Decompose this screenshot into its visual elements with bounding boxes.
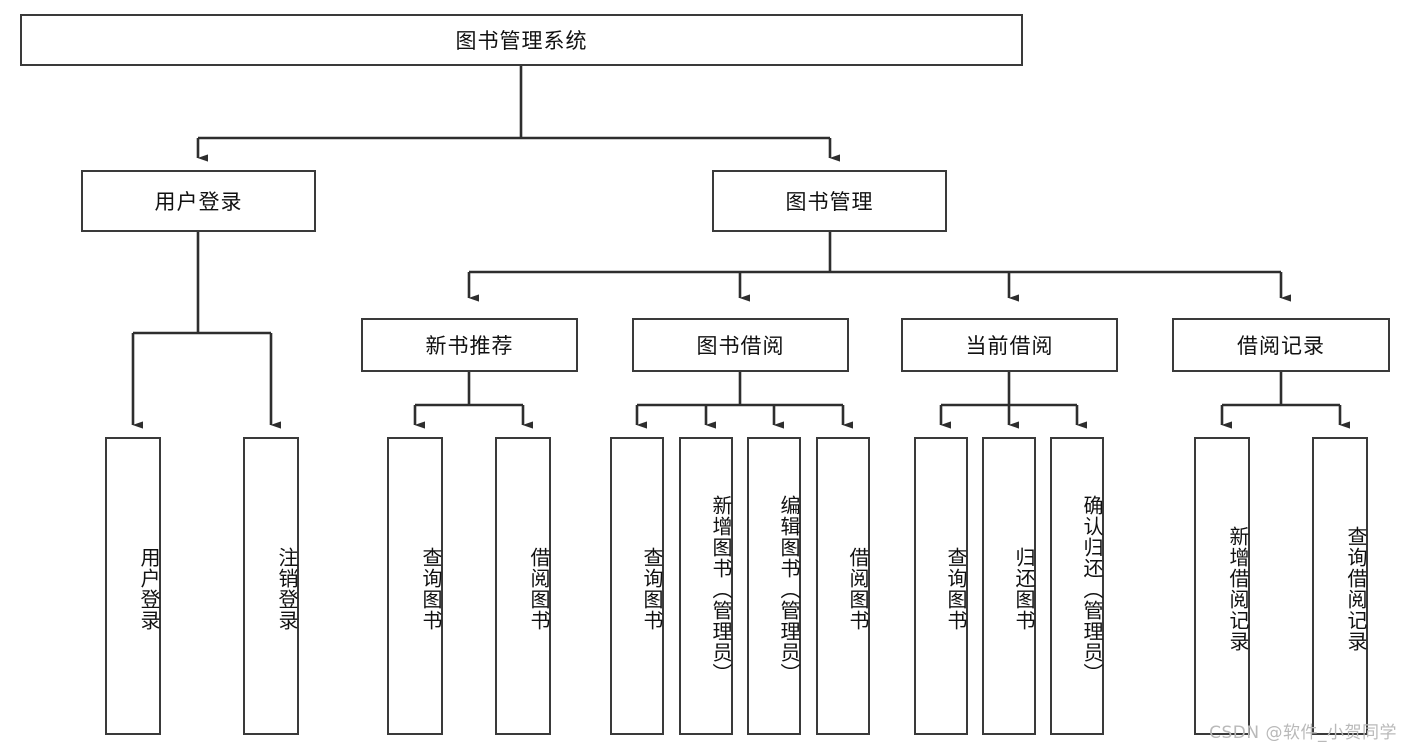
- leaf-current-borrow-query-books[interactable]: 查询图书: [914, 437, 968, 735]
- node-new-book-recommend[interactable]: 新书推荐: [361, 318, 578, 372]
- node-book-borrow[interactable]: 图书借阅: [632, 318, 849, 372]
- node-label: 用户登录: [154, 190, 243, 214]
- node-label: 借阅图书: [527, 547, 551, 631]
- node-label: 用户登录: [137, 547, 161, 631]
- node-label: 图书借阅: [696, 334, 785, 358]
- node-label: 新书推荐: [425, 334, 514, 358]
- node-label: 注销登录: [275, 547, 299, 631]
- node-label: 查询借阅记录: [1344, 526, 1368, 652]
- node-label: 查询图书: [419, 547, 443, 631]
- node-label: 借阅图书: [846, 547, 870, 631]
- node-user-login[interactable]: 用户登录: [81, 170, 316, 232]
- node-label: 新增借阅记录: [1226, 526, 1250, 652]
- node-label: 查询图书: [640, 547, 664, 631]
- leaf-user-login-login[interactable]: 用户登录: [105, 437, 161, 735]
- node-label: 编辑图书（管理员）: [777, 494, 801, 684]
- node-label: 借阅记录: [1237, 334, 1325, 358]
- leaf-current-borrow-confirm-return-admin[interactable]: 确认归还（管理员）: [1050, 437, 1104, 735]
- node-label: 确认归还（管理员）: [1080, 494, 1104, 684]
- node-root-book-management-system[interactable]: 图书管理系统: [20, 14, 1023, 66]
- leaf-book-borrow-edit-book-admin[interactable]: 编辑图书（管理员）: [747, 437, 801, 735]
- node-label: 新增图书（管理员）: [709, 494, 733, 684]
- node-label: 图书管理系统: [455, 29, 588, 53]
- leaf-new-book-query-books[interactable]: 查询图书: [387, 437, 443, 735]
- leaf-new-book-borrow-books[interactable]: 借阅图书: [495, 437, 551, 735]
- leaf-borrow-record-add-record[interactable]: 新增借阅记录: [1194, 437, 1250, 735]
- leaf-book-borrow-query-books[interactable]: 查询图书: [610, 437, 664, 735]
- node-label: 归还图书: [1012, 547, 1036, 631]
- leaf-book-borrow-add-book-admin[interactable]: 新增图书（管理员）: [679, 437, 733, 735]
- node-label: 当前借阅: [965, 334, 1054, 358]
- leaf-book-borrow-borrow-books[interactable]: 借阅图书: [816, 437, 870, 735]
- node-current-borrow[interactable]: 当前借阅: [901, 318, 1118, 372]
- leaf-current-borrow-return-books[interactable]: 归还图书: [982, 437, 1036, 735]
- node-label: 图书管理: [785, 190, 874, 214]
- node-book-management[interactable]: 图书管理: [712, 170, 947, 232]
- csdn-watermark: CSDN @软件_小贺同学: [1209, 723, 1397, 743]
- leaf-borrow-record-query-record[interactable]: 查询借阅记录: [1312, 437, 1368, 735]
- node-borrow-record[interactable]: 借阅记录: [1172, 318, 1390, 372]
- node-label: 查询图书: [944, 547, 968, 631]
- leaf-user-login-logout[interactable]: 注销登录: [243, 437, 299, 735]
